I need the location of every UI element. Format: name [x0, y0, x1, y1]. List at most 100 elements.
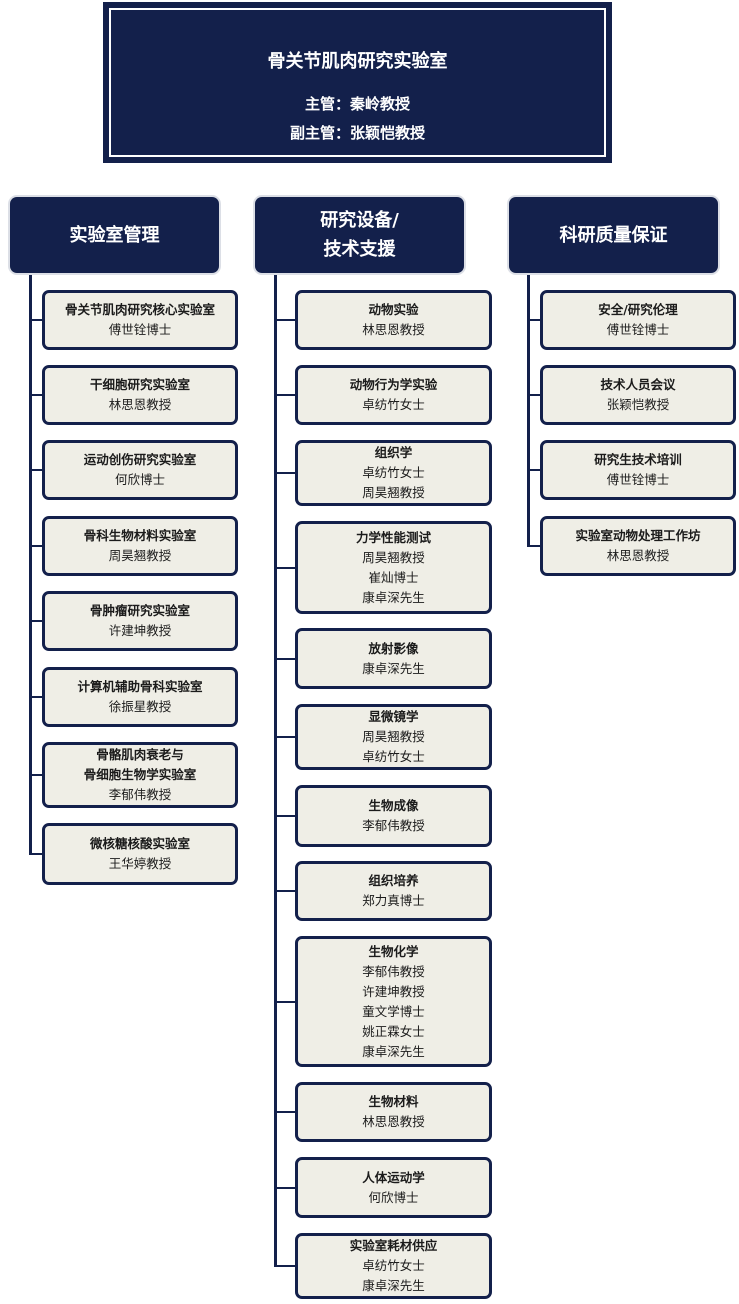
- unit-title: 实验室耗材供应: [349, 1238, 438, 1253]
- column-header-text: 实验室管理: [69, 224, 160, 246]
- connector-horizontal-line: [527, 319, 541, 321]
- lab-deputy-director: 副主管：张颖恺教授: [289, 124, 425, 142]
- unit-title: 显微镜学: [368, 709, 419, 724]
- column-header: 科研质量保证: [509, 197, 718, 273]
- connector-horizontal-line: [29, 774, 43, 776]
- connector-horizontal-line: [274, 319, 296, 321]
- unit-person: 王华婷教授: [108, 856, 172, 871]
- unit-title: 骨骼肌肉衰老与: [96, 747, 184, 762]
- unit-person: 周昊翘教授: [108, 548, 172, 563]
- unit-box: 计算机辅助骨科实验室徐振星教授: [42, 667, 238, 727]
- connector-horizontal-line: [29, 394, 43, 396]
- unit-person: 卓纺竹女士: [362, 1258, 425, 1273]
- column-header-text: 研究设备/: [320, 210, 399, 231]
- unit-title: 研究生技术培训: [594, 452, 682, 467]
- unit-person: 林思恩教授: [362, 322, 425, 337]
- unit-person: 卓纺竹女士: [362, 397, 425, 412]
- connector-horizontal-line: [527, 545, 541, 547]
- unit-box: 骨关节肌肉研究核心实验室傅世铨博士: [42, 290, 238, 350]
- unit-title: 计算机辅助骨科实验室: [77, 679, 203, 694]
- unit-box: 动物行为学实验卓纺竹女士: [295, 365, 492, 425]
- unit-title: 骨肿瘤研究实验室: [89, 603, 190, 618]
- connector-horizontal-line: [29, 545, 43, 547]
- connector-horizontal-line: [274, 1000, 296, 1003]
- connector-horizontal-line: [29, 696, 43, 698]
- unit-title: 力学性能测试: [355, 529, 431, 545]
- unit-box: 力学性能测试周昊翘教授崔灿博士康卓深先生: [295, 521, 492, 614]
- unit-person: 康卓深先生: [362, 660, 425, 676]
- unit-box: 干细胞研究实验室林思恩教授: [42, 365, 238, 425]
- unit-box: 组织培养郑力真博士: [295, 861, 492, 921]
- unit-person: 姚正霖女士: [362, 1023, 425, 1039]
- unit-person: 何欣博士: [368, 1189, 419, 1205]
- connector-horizontal-line: [29, 469, 43, 471]
- unit-person: 林思恩教授: [606, 548, 670, 563]
- connector-horizontal-line: [274, 890, 296, 892]
- unit-title: 骨细胞生物学实验室: [83, 767, 197, 782]
- connector-horizontal-line: [29, 853, 43, 855]
- unit-person: 傅世铨博士: [606, 472, 670, 487]
- unit-title: 生物材料: [368, 1094, 419, 1109]
- unit-person: 傅世铨博士: [108, 322, 172, 337]
- unit-title: 组织培养: [368, 873, 419, 888]
- unit-title: 骨关节肌肉研究核心实验室: [64, 302, 215, 317]
- unit-person: 傅世铨博士: [606, 322, 670, 337]
- lab-title: 骨关节肌肉研究实验室: [267, 51, 448, 72]
- unit-person: 李郁伟教授: [362, 818, 425, 833]
- unit-person: 周昊翘教授: [362, 549, 425, 565]
- connector-horizontal-line: [274, 1186, 296, 1189]
- unit-title: 生物化学: [368, 943, 419, 959]
- connector-vertical-line: [29, 269, 32, 855]
- unit-person: 卓纺竹女士: [362, 465, 425, 480]
- unit-title: 动物行为学实验: [349, 377, 438, 392]
- unit-person: 卓纺竹女士: [362, 749, 425, 764]
- unit-person: 许建坤教授: [362, 983, 425, 999]
- unit-box: 研究生技术培训傅世铨博士: [540, 440, 736, 500]
- unit-person: 康卓深先生: [362, 1043, 425, 1059]
- unit-box: 人体运动学何欣博士: [295, 1157, 492, 1218]
- unit-box: 动物实验林思恩教授: [295, 290, 492, 350]
- unit-title: 干细胞研究实验室: [89, 377, 190, 392]
- unit-person: 张颖恺教授: [606, 397, 670, 412]
- unit-title: 实验室动物处理工作坊: [575, 528, 701, 543]
- unit-box: 实验室动物处理工作坊林思恩教授: [540, 516, 736, 576]
- connector-horizontal-line: [527, 469, 541, 471]
- connector-horizontal-line: [274, 1111, 296, 1113]
- unit-person: 许建坤教授: [108, 623, 172, 638]
- unit-box: 生物成像李郁伟教授: [295, 785, 492, 847]
- unit-person: 林思恩教授: [362, 1114, 425, 1129]
- connector-horizontal-line: [274, 815, 296, 817]
- unit-box: 实验室耗材供应卓纺竹女士康卓深先生: [295, 1233, 492, 1299]
- connector-horizontal-line: [274, 657, 296, 660]
- unit-person: 童文学博士: [362, 1003, 425, 1019]
- unit-title: 动物实验: [368, 302, 419, 317]
- column-header-text: 科研质量保证: [559, 224, 668, 246]
- unit-box: 显微镜学周昊翘教授卓纺竹女士: [295, 704, 492, 770]
- lab-director: 主管：秦岭教授: [304, 95, 410, 113]
- unit-person: 周昊翘教授: [362, 729, 425, 744]
- unit-title: 安全/研究伦理: [598, 302, 678, 317]
- column-header-text: 技术支援: [323, 239, 396, 260]
- unit-box: 骨骼肌肉衰老与骨细胞生物学实验室李郁伟教授: [42, 742, 238, 808]
- connector-horizontal-line: [527, 394, 541, 396]
- unit-person: 周昊翘教授: [362, 485, 425, 500]
- unit-title: 放射影像: [368, 640, 419, 656]
- unit-person: 徐振星教授: [108, 699, 172, 714]
- unit-title: 技术人员会议: [600, 377, 676, 392]
- connector-vertical-line: [527, 269, 530, 547]
- connector-horizontal-line: [274, 1265, 296, 1267]
- unit-person: 林思恩教授: [108, 397, 172, 412]
- unit-title: 组织学: [374, 445, 413, 460]
- connector-horizontal-line: [29, 620, 43, 622]
- column-header: 实验室管理: [10, 197, 219, 273]
- connector-horizontal-line: [274, 394, 296, 396]
- connector-horizontal-line: [274, 566, 296, 569]
- unit-person: 康卓深先生: [362, 589, 425, 605]
- unit-box: 微核糖核酸实验室王华婷教授: [42, 823, 238, 885]
- unit-person: 李郁伟教授: [108, 787, 172, 802]
- unit-title: 生物成像: [368, 798, 419, 813]
- unit-person: 郑力真博士: [362, 893, 425, 908]
- column-header: 研究设备/技术支援: [255, 197, 464, 273]
- unit-title: 运动创伤研究实验室: [83, 452, 197, 467]
- connector-horizontal-line: [274, 736, 296, 738]
